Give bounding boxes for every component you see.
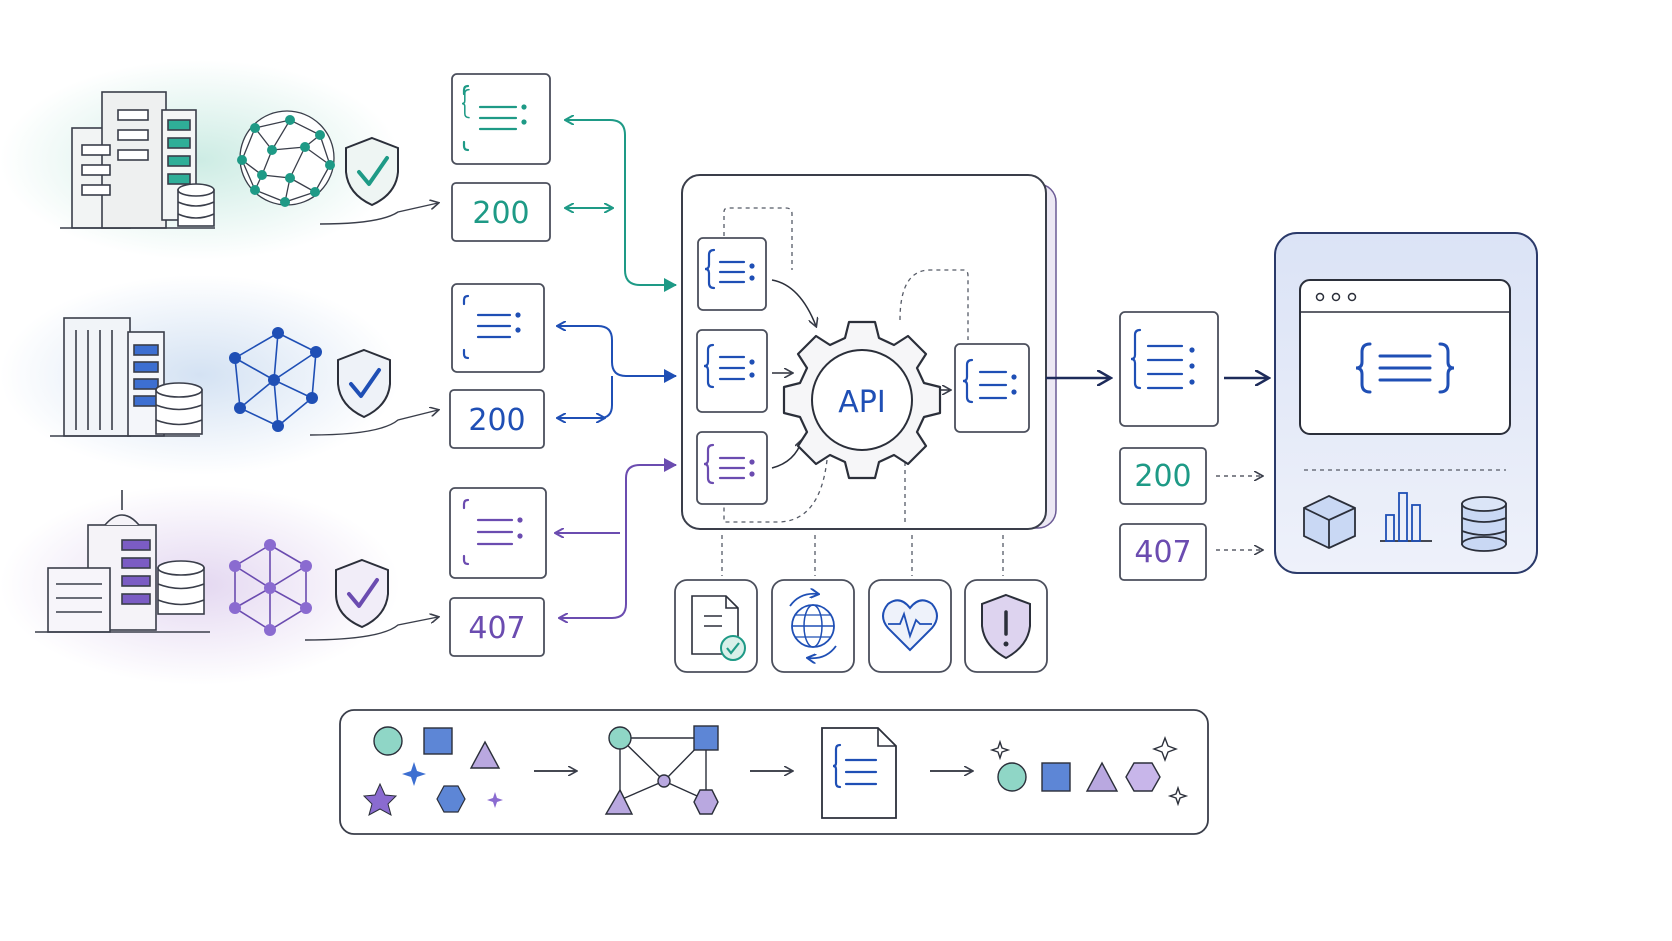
json-document-icon: [462, 294, 521, 360]
shield-check-icon: [337, 348, 391, 419]
request-card-1: [451, 73, 551, 165]
connector-blue: [558, 326, 676, 418]
client-row-2: [0, 275, 438, 475]
network-mesh-icon: [229, 327, 322, 432]
client-row-1: [0, 60, 438, 260]
api-label: API: [838, 385, 885, 420]
input-json-card-3: [696, 431, 768, 505]
office-building-icon: [60, 91, 215, 229]
document-validate-icon: [674, 579, 758, 673]
json-document-icon: [461, 84, 527, 152]
output-status-card-1: 200: [1119, 447, 1207, 505]
json-document-icon: [462, 498, 523, 566]
mixed-shapes-icon: [362, 726, 503, 817]
status-card-2: 200: [449, 389, 545, 449]
shield-check-icon: [345, 136, 399, 207]
database-icon: [1461, 496, 1507, 552]
database-icon: [155, 382, 203, 435]
office-building-icon: [35, 490, 210, 633]
status-code: 200: [468, 403, 525, 438]
status-card-1: 200: [451, 182, 551, 242]
status-code: 407: [1134, 535, 1191, 570]
network-cube-icon: [229, 539, 312, 636]
json-braces-icon: [1355, 342, 1455, 394]
office-building-icon: [50, 317, 200, 437]
status-card-3: 407: [449, 597, 545, 657]
status-code: 407: [468, 611, 525, 646]
shield-check-icon: [335, 558, 389, 629]
json-document-icon: [821, 727, 897, 819]
output-column: 200 407: [1046, 311, 1268, 581]
status-code: 200: [472, 196, 529, 231]
request-card-2: [451, 283, 545, 373]
pipeline-panel: [339, 709, 1209, 835]
gear-icon: API: [782, 320, 942, 480]
network-globe-icon: [237, 110, 335, 207]
database-icon: [177, 183, 215, 227]
client-row-3: [0, 485, 438, 685]
connector-teal: [566, 120, 676, 285]
connector-purple: [556, 465, 676, 618]
request-card-3: [449, 487, 547, 579]
shield-alert-icon: [964, 579, 1048, 673]
database-icon: [157, 560, 205, 615]
heart-pulse-icon: [868, 579, 952, 673]
input-json-card-1: [697, 237, 767, 311]
gateway-services: [674, 535, 1048, 673]
api-gateway-panel: API: [681, 174, 1057, 530]
cube-icon: [1303, 495, 1356, 549]
globe-sync-icon: [771, 579, 855, 673]
output-json-card: [954, 343, 1030, 433]
input-json-card-2: [696, 329, 768, 413]
output-status-card-2: 407: [1119, 523, 1207, 581]
sorted-shapes-icon: [989, 736, 1189, 807]
response-json-card: [1119, 311, 1219, 427]
bar-chart-icon: [1380, 492, 1432, 542]
status-code: 200: [1134, 459, 1191, 494]
dashboard-device: [1274, 232, 1538, 574]
shape-graph-icon: [604, 725, 719, 815]
